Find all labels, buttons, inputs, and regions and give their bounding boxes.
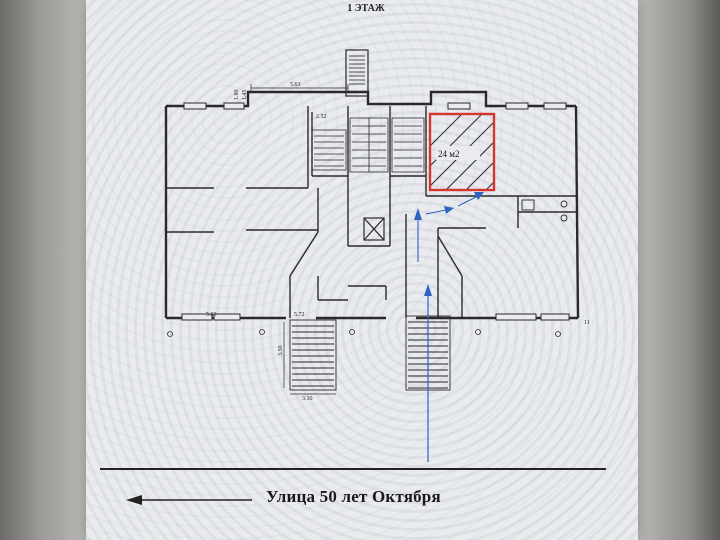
column-markers bbox=[167, 329, 561, 337]
interior-stairs bbox=[311, 117, 425, 173]
interior-walls bbox=[166, 106, 576, 318]
entrance-route-arrows bbox=[414, 192, 484, 462]
left-porch-stairs bbox=[289, 319, 337, 391]
dim-bottom-left-width: 5.03 bbox=[206, 312, 217, 318]
top-dimension-line bbox=[250, 84, 349, 92]
dim-porch-width: 3.10 bbox=[302, 396, 313, 402]
dim-left-small-b: 1.45 bbox=[242, 90, 248, 101]
dim-stair: 2.52 bbox=[316, 114, 327, 120]
dim-porch-height: 3.50 bbox=[278, 346, 284, 357]
top-windows bbox=[183, 102, 567, 110]
elevator-shaft bbox=[363, 217, 385, 241]
porch-dimension-lines bbox=[283, 322, 336, 395]
dim-bottom-mid-width: 5.72 bbox=[294, 312, 305, 318]
highlighted-room: 24 м2 bbox=[428, 112, 496, 192]
floor-plan-drawing: 24 м2 5.63 1.80 1.45 2.52 5.03 5.72 3.50… bbox=[100, 49, 606, 505]
dim-left-small-a: 1.80 bbox=[234, 90, 240, 101]
street-name-label: Улица 50 лет Октября bbox=[266, 487, 441, 506]
dim-top-width: 5.63 bbox=[290, 82, 301, 88]
floor-plan-screen: 1 ЭТАЖ bbox=[86, 0, 638, 540]
top-stair-tower bbox=[345, 49, 369, 97]
dim-right-edge-mark: 11 bbox=[584, 320, 590, 326]
room-area-label: 24 м2 bbox=[438, 149, 459, 159]
street-direction-arrow bbox=[126, 495, 252, 505]
bottom-windows bbox=[181, 313, 570, 321]
floor-title: 1 ЭТАЖ bbox=[347, 3, 385, 14]
wc-fixtures bbox=[521, 199, 568, 222]
